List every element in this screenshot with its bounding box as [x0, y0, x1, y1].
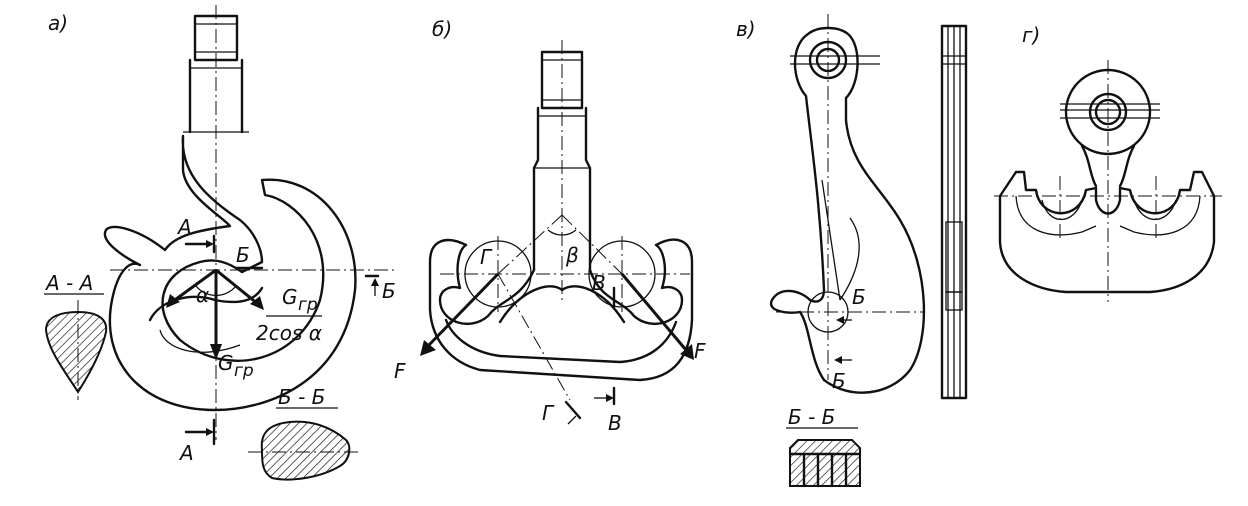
- force-bottom-sub: гр: [234, 361, 254, 381]
- hook-body: [103, 134, 357, 412]
- double-plate-body: [998, 170, 1216, 294]
- hook-shank: [188, 58, 244, 134]
- force-bottom-label: G: [218, 351, 234, 375]
- plate-hook-body: [769, 26, 926, 394]
- plate-section-mark-B: Б: [852, 285, 866, 309]
- force-top-sub: гр: [298, 295, 318, 315]
- panel-a-single-hook: а) А А Б Б: [44, 5, 396, 481]
- plate-section-BB-title: Б - Б: [788, 405, 835, 429]
- section-mark-B-right: Б: [382, 279, 396, 303]
- force-right-vector: [215, 268, 259, 306]
- section-BB-profile: [260, 420, 351, 481]
- force-mid-label: 2cos α: [256, 321, 322, 345]
- section-BB-title: Б - Б: [278, 385, 325, 409]
- panel-g-double-plate-hook: г): [994, 23, 1222, 302]
- alpha-label: α: [196, 283, 209, 307]
- label-F-left: F: [394, 359, 406, 383]
- force-F-right: [620, 273, 688, 351]
- label-G-left: Г: [480, 245, 493, 269]
- panel-a-label: а): [48, 11, 68, 35]
- plate-section-mark-B-lower: Б: [832, 369, 846, 393]
- plate-section-BB-profile: [789, 439, 861, 487]
- panel-b-label: б): [432, 17, 452, 41]
- label-F-right: F: [694, 339, 706, 363]
- double-hook-body: [428, 238, 694, 382]
- section-mark-A: А: [176, 215, 192, 239]
- section-mark-B: Б: [236, 243, 250, 267]
- section-AA-profile: [44, 310, 108, 394]
- force-top-label: G: [282, 285, 298, 309]
- double-hook-shank: [532, 106, 592, 272]
- force-left-vector: [171, 268, 217, 304]
- label-V-right: В: [592, 271, 606, 295]
- label-G-cut: Г: [542, 401, 555, 425]
- panel-v-plate-hook: в) Б Б Б - Б: [736, 14, 968, 488]
- label-V-cut: В: [608, 411, 622, 435]
- force-F-left: [426, 272, 500, 348]
- section-mark-A-lower: А: [178, 441, 194, 465]
- panel-v-label: в): [736, 17, 756, 41]
- panel-b-double-hook: б) Г В: [394, 17, 706, 435]
- label-beta: β: [565, 243, 579, 267]
- panel-g-label: г): [1022, 23, 1040, 47]
- section-AA-title: А - А: [44, 271, 93, 295]
